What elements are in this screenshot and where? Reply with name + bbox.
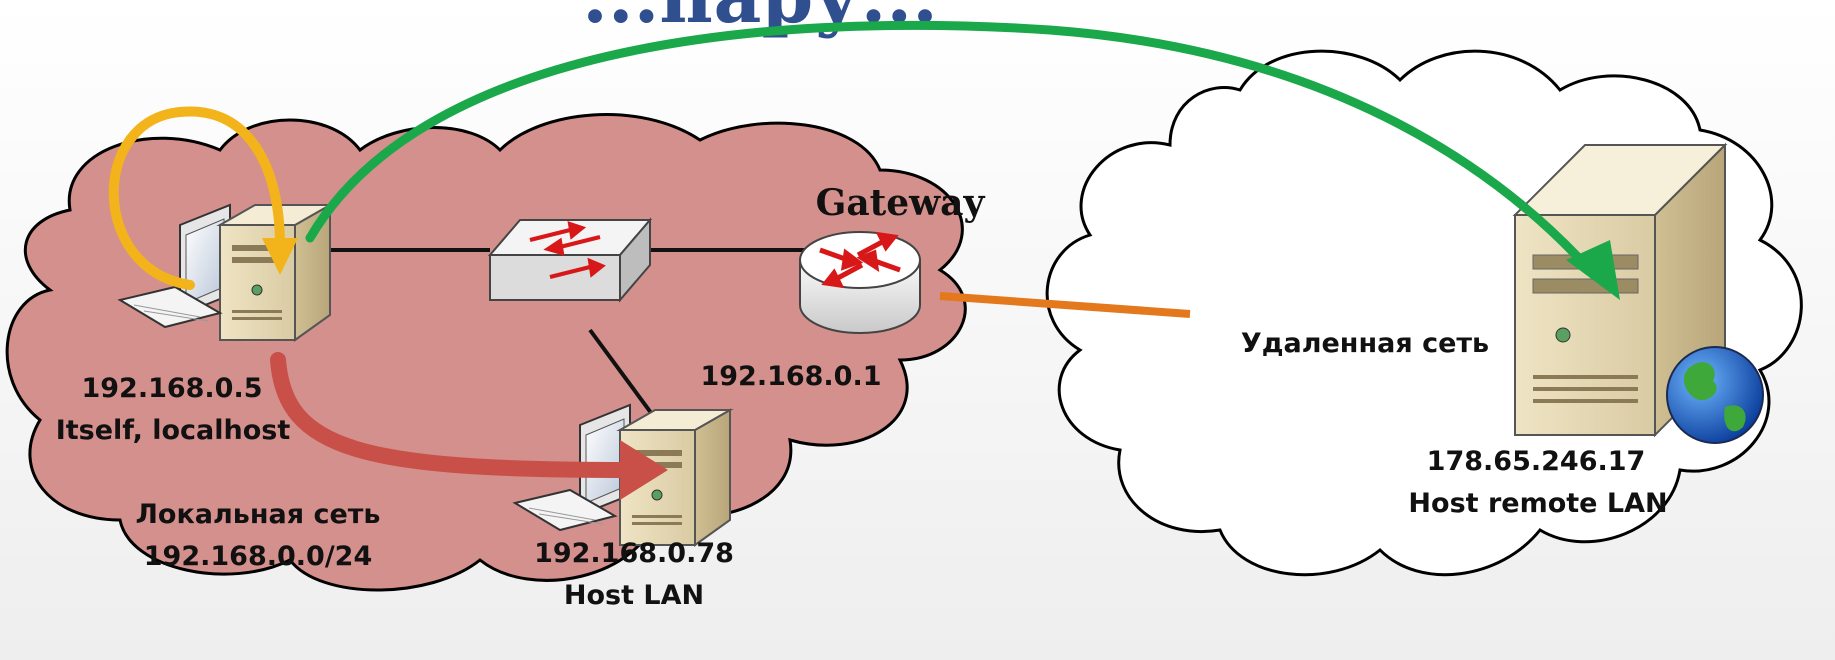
remote-arrow-head xyxy=(1566,240,1620,300)
gateway-title: Gateway xyxy=(816,182,986,224)
local-network-subnet: 192.168.0.0/24 xyxy=(144,541,373,572)
self-host-label: Itself, localhost xyxy=(56,415,291,446)
lan-host-ip: 192.168.0.78 xyxy=(534,538,734,569)
gateway-router-icon[interactable] xyxy=(799,231,921,334)
remote-arrow xyxy=(305,20,1595,275)
lan-arrow xyxy=(270,352,638,478)
remote-host-label: Host remote LAN xyxy=(1408,488,1667,519)
lan-arrow-head xyxy=(620,440,668,500)
remote-web-server-icon[interactable] xyxy=(1512,142,1764,444)
remote-network-name: Удаленная сеть xyxy=(1241,328,1489,359)
lan-host-workstation-icon[interactable] xyxy=(512,403,734,547)
lan-host-label: Host LAN xyxy=(564,580,704,611)
loopback-arrow xyxy=(108,106,285,290)
self-host-ip: 192.168.0.5 xyxy=(81,373,262,404)
local-network-name: Локальная сеть xyxy=(135,499,380,530)
wan-link xyxy=(939,292,1191,318)
gateway-ip: 192.168.0.1 xyxy=(700,361,881,392)
globe-icon xyxy=(1666,346,1764,444)
link-switch-lanhost xyxy=(588,328,662,427)
switch-icon[interactable] xyxy=(487,217,653,303)
remote-host-ip: 178.65.246.17 xyxy=(1427,446,1646,477)
loopback-arrow-head xyxy=(262,238,298,275)
